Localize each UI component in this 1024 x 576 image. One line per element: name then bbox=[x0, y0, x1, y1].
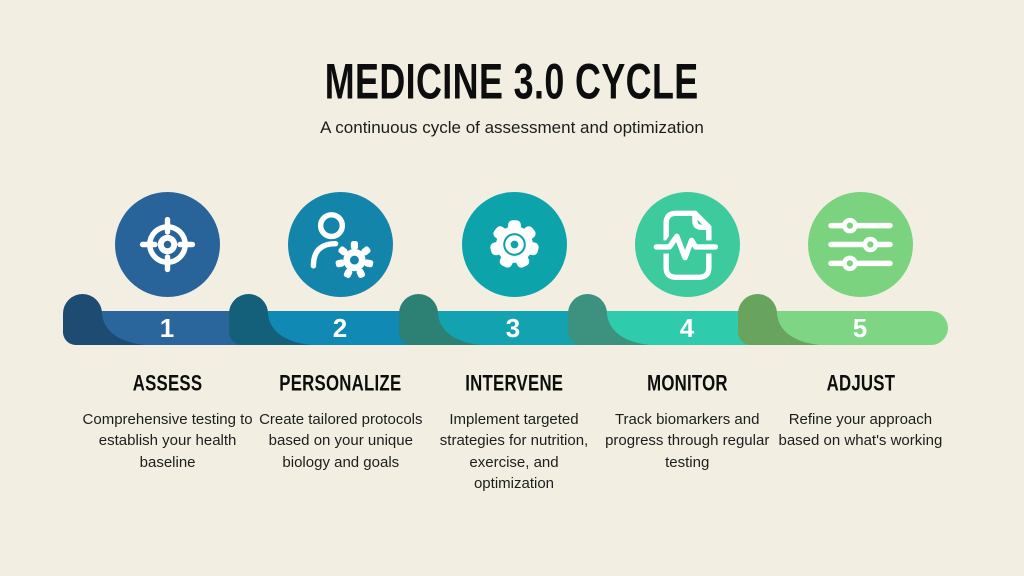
step-circles-row bbox=[81, 192, 947, 298]
step-1-circle-col bbox=[81, 192, 254, 298]
step-5-number: 5 bbox=[853, 313, 867, 343]
user-gear-icon bbox=[311, 212, 374, 278]
sliders-icon bbox=[828, 217, 893, 272]
ribbon-segment-5 bbox=[776, 311, 948, 345]
ribbon-fold-1 bbox=[62, 294, 145, 345]
ribbon-fold-5 bbox=[737, 294, 820, 345]
step-2-description: Create tailored protocols based on your … bbox=[259, 411, 423, 471]
step-2-text: PERSONALIZE Create tailored protocols ba… bbox=[254, 366, 427, 494]
slider-knob-hole-3 bbox=[846, 260, 853, 267]
step-4-title: MONITOR bbox=[646, 371, 728, 396]
step-4-number: 4 bbox=[680, 313, 695, 343]
step-3-text: INTERVENE Implement targeted strategies … bbox=[427, 366, 600, 494]
ribbon: 1 2 3 4 5 bbox=[62, 294, 948, 345]
step-text-row: ASSESS Comprehensive testing to establis… bbox=[81, 366, 947, 494]
ribbon-fold-3 bbox=[398, 294, 481, 345]
step-2-circle bbox=[288, 192, 394, 297]
ribbon-segment-1 bbox=[98, 311, 267, 345]
gear-hole bbox=[350, 255, 360, 265]
page-subtitle: A continuous cycle of assessment and opt… bbox=[320, 118, 704, 137]
step-4-circle-col bbox=[601, 192, 774, 298]
gear-hub bbox=[504, 235, 524, 254]
slider-knob-hole-2 bbox=[867, 241, 874, 248]
step-2-circle-col bbox=[254, 192, 427, 298]
ribbon-fold-4 bbox=[567, 294, 650, 345]
ribbon-fold-2 bbox=[228, 294, 311, 345]
step-4-description: Track biomarkers and progress through re… bbox=[605, 411, 770, 471]
step-5-description: Refine your approach based on what's wor… bbox=[778, 411, 943, 450]
ribbon-segment-3 bbox=[437, 311, 606, 345]
step-3-title: INTERVENE bbox=[465, 371, 564, 396]
ribbon-segment-2 bbox=[267, 311, 437, 345]
step-3-badge bbox=[461, 192, 567, 297]
header: MEDICINE 3.0 CYCLE A continuous cycle of… bbox=[0, 52, 1024, 138]
step-3-number: 3 bbox=[506, 313, 520, 343]
step-5-text: ADJUST Refine your approach based on wha… bbox=[774, 366, 947, 494]
step-1-circle bbox=[115, 192, 221, 297]
step-2-badge bbox=[288, 192, 394, 297]
step-4-badge bbox=[634, 192, 740, 297]
step-3-circle-col bbox=[427, 192, 600, 298]
step-5-badge bbox=[807, 192, 913, 297]
step-2-number: 2 bbox=[333, 313, 347, 343]
page-title: MEDICINE 3.0 CYCLE bbox=[325, 52, 699, 110]
slider-knob-hole-1 bbox=[846, 222, 853, 229]
step-1-description: Comprehensive testing to establish your … bbox=[82, 411, 253, 471]
step-3-description: Implement targeted strategies for nutrit… bbox=[439, 411, 589, 492]
document-pulse-icon bbox=[649, 210, 722, 281]
target-icon bbox=[139, 216, 196, 273]
step-5-title: ADJUST bbox=[826, 371, 895, 396]
step-1-text: ASSESS Comprehensive testing to establis… bbox=[81, 366, 254, 494]
step-5-circle-col bbox=[774, 192, 947, 298]
gear-icon bbox=[489, 220, 539, 268]
step-1-title: ASSESS bbox=[132, 371, 203, 396]
step-1-badge bbox=[115, 192, 221, 297]
step-2-title: PERSONALIZE bbox=[279, 371, 402, 396]
step-4-text: MONITOR Track biomarkers and progress th… bbox=[601, 366, 774, 494]
ribbon-segment-4 bbox=[606, 311, 776, 345]
step-1-number: 1 bbox=[160, 313, 174, 343]
